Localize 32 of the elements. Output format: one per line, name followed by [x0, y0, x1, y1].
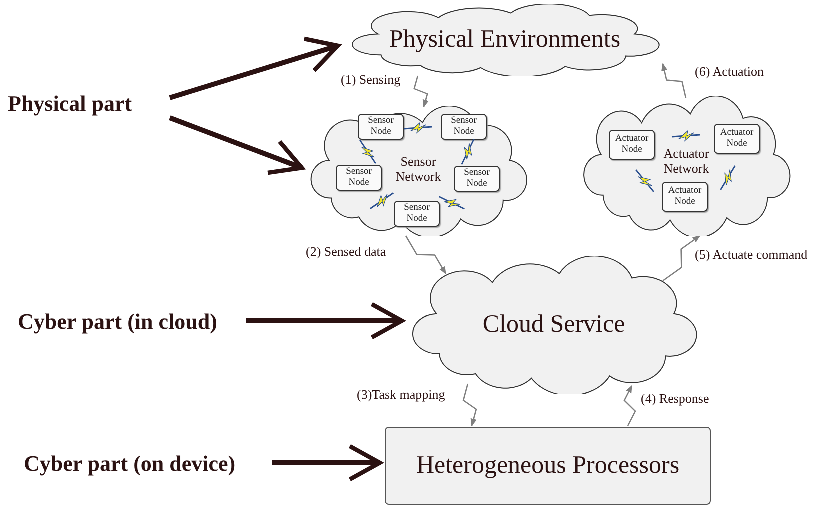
arrow	[246, 302, 404, 340]
node-box: Actuator Node	[609, 130, 655, 160]
wireless-arrow	[624, 385, 636, 426]
cloud-label: Actuator Network	[662, 146, 710, 176]
wireless-arrow	[662, 63, 687, 98]
node-box: Sensor Node	[441, 114, 487, 140]
node-box: Actuator Node	[714, 124, 760, 154]
section-label: Cyber part (on device)	[24, 448, 269, 478]
wireless-arrow	[414, 76, 429, 108]
edge-label: (6) Actuation	[694, 64, 765, 79]
node-box: Sensor Node	[336, 165, 382, 191]
edge-label: (1) Sensing	[340, 72, 402, 87]
edge-label: (3)Task mapping	[356, 387, 446, 402]
section-label: Physical part	[8, 88, 168, 118]
node-box: Sensor Node	[454, 166, 500, 192]
wireless-arrow	[462, 384, 478, 427]
section-label: Cyber part (in cloud)	[18, 306, 243, 336]
edge-label: (5) Actuate command	[694, 247, 809, 262]
node-box: Sensor Node	[394, 201, 440, 227]
edge-label: (4) Response	[640, 391, 710, 406]
wireless-arrow	[405, 236, 447, 275]
edge-label: (2) Sensed data	[305, 244, 388, 259]
arrow	[169, 36, 340, 100]
arrow	[169, 116, 304, 176]
cloud-label: Cloud Service	[482, 310, 626, 340]
node-box: Actuator Node	[662, 182, 708, 212]
node-box: Sensor Node	[358, 114, 404, 140]
arrow	[272, 444, 382, 482]
processor-box: Heterogeneous Processors	[385, 427, 711, 505]
cloud-label: Physical Environments	[389, 25, 621, 56]
wireless-arrow	[662, 235, 701, 282]
cloud-label: Sensor Network	[394, 154, 442, 184]
